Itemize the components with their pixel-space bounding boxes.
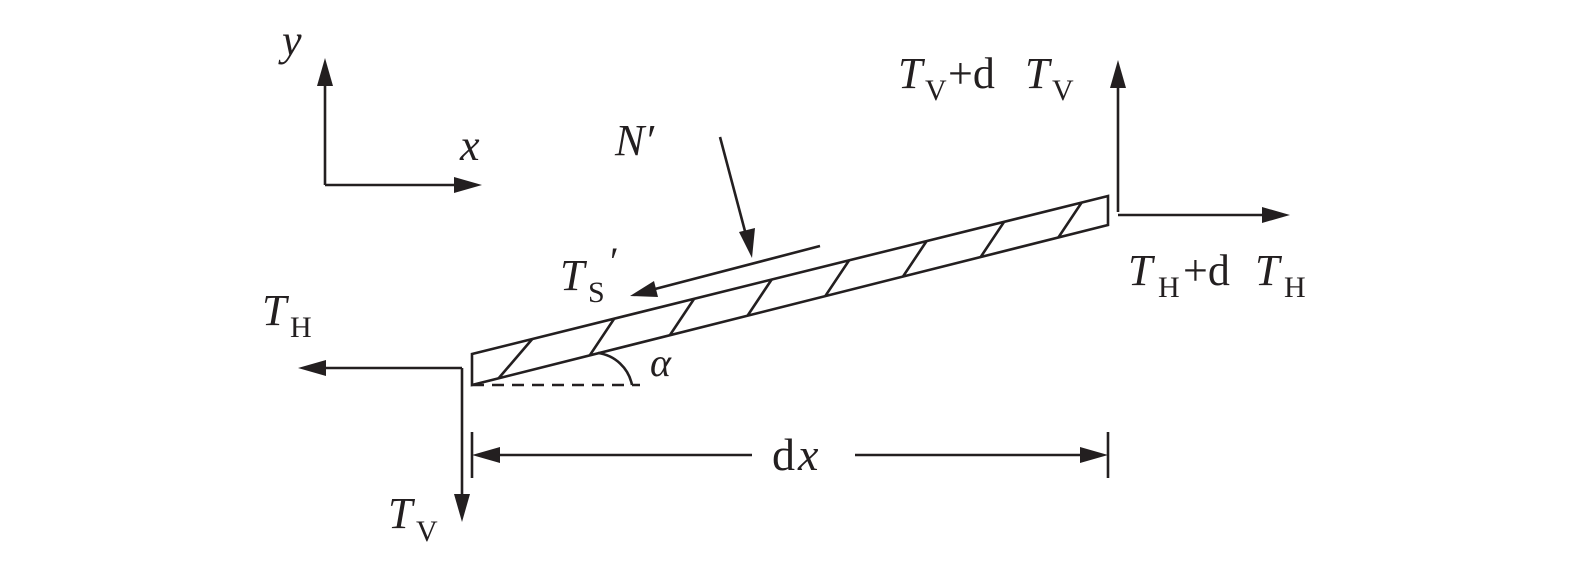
dimension-dx: d x — [470, 429, 1110, 480]
th-plus-dth-label: T H +d T H — [1128, 246, 1306, 304]
svg-text:S: S — [588, 276, 605, 309]
tv-plus-dtv-label: T V +d T V — [898, 49, 1074, 107]
y-axis-label: y — [278, 16, 302, 65]
th-left-label: T H — [262, 286, 312, 344]
coordinate-axes: y x — [278, 16, 482, 193]
angle-arc — [597, 351, 634, 386]
left-horizontal-force: T H — [262, 286, 462, 376]
svg-text:T: T — [898, 49, 926, 98]
shear-force-label: T S ′ — [560, 239, 619, 309]
element-outline — [470, 194, 1110, 387]
x-axis-label: x — [459, 121, 480, 170]
svg-text:V: V — [1052, 74, 1074, 107]
svg-text:T: T — [1025, 49, 1053, 98]
x-axis-arrowhead — [454, 177, 482, 193]
svg-text:+d: +d — [1183, 246, 1230, 295]
svg-text:V: V — [416, 515, 438, 548]
svg-text:H: H — [1158, 271, 1180, 304]
left-vertical-force: T V — [388, 368, 470, 548]
svg-text:′: ′ — [610, 239, 619, 284]
right-vertical-force: T V +d T V — [898, 49, 1126, 212]
svg-text:x: x — [797, 429, 819, 480]
shear-force-arrowhead — [630, 281, 658, 297]
svg-text:T: T — [1255, 246, 1283, 295]
svg-text:T: T — [1128, 246, 1156, 295]
svg-text:T: T — [560, 251, 588, 300]
normal-force-arrow: N′ — [614, 116, 755, 258]
svg-text:V: V — [925, 74, 947, 107]
dimension-left-arrowhead — [472, 447, 500, 463]
right-horizontal-arrowhead — [1262, 207, 1290, 223]
tv-left-label: T V — [388, 489, 438, 548]
right-vertical-arrowhead — [1110, 60, 1126, 88]
left-horizontal-arrowhead — [298, 360, 326, 376]
normal-force-arrowhead — [739, 228, 755, 258]
shear-force-shaft — [654, 244, 821, 291]
y-axis-arrowhead — [317, 58, 333, 86]
shear-force-arrow: T S ′ — [560, 239, 821, 309]
left-vertical-arrowhead — [454, 494, 470, 522]
svg-text:d: d — [772, 429, 795, 480]
dimension-right-arrowhead — [1080, 447, 1108, 463]
svg-text:+d: +d — [948, 49, 995, 98]
svg-text:H: H — [1284, 271, 1306, 304]
svg-text:T: T — [388, 489, 416, 538]
normal-force-shaft — [718, 136, 748, 236]
angle-indicator: α — [472, 340, 672, 387]
normal-force-label: N′ — [614, 116, 655, 165]
angle-label: α — [650, 340, 672, 385]
svg-text:H: H — [290, 311, 312, 344]
svg-text:T: T — [262, 286, 290, 335]
right-horizontal-force: T H +d T H — [1118, 207, 1306, 304]
dimension-label: d x — [772, 429, 819, 480]
